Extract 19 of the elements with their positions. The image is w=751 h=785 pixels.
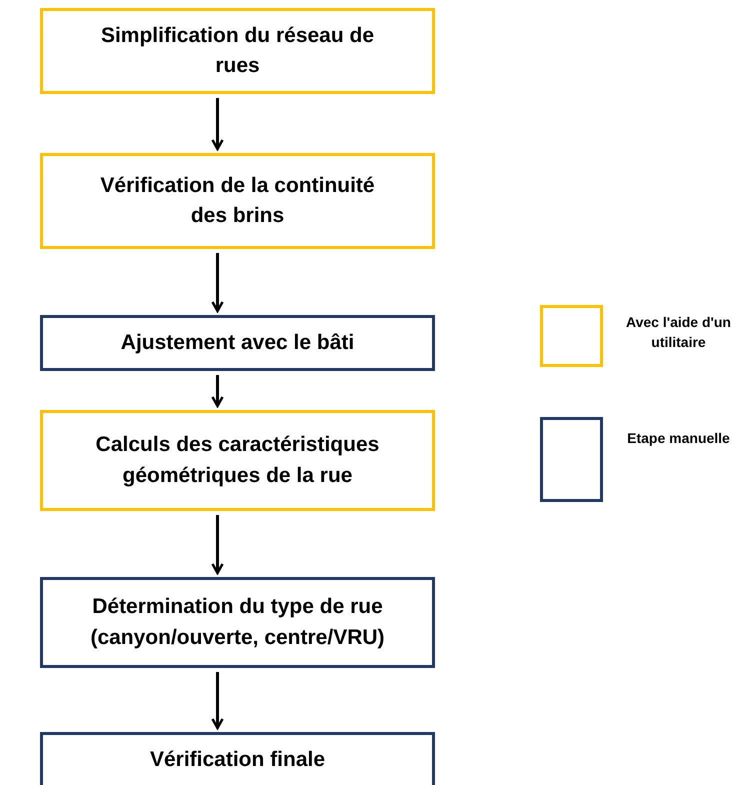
step-label: Calculs des caractéristiques géométriques de la rue: [94, 432, 380, 488]
arrow: [211, 253, 224, 312]
process-box: [40, 153, 435, 249]
arrow: [211, 672, 224, 730]
step-label: Vérification finale: [150, 746, 326, 773]
step-label: Ajustement avec le bâti: [120, 330, 354, 356]
arrow: [211, 515, 224, 574]
step-label: Vérification de la continuité des brins: [99, 172, 376, 229]
legend-label: Avec l'aide d'un utilitaire: [625, 313, 732, 352]
process-box: [40, 410, 435, 511]
step-label: Détermination du type de rue (canyon/ouverte, centre/VRU): [89, 594, 386, 650]
process-box: [40, 315, 435, 371]
process-box: [40, 8, 435, 94]
step-label: Simplification du réseau de rues: [100, 22, 376, 79]
process-box: [40, 577, 435, 668]
arrow: [211, 375, 224, 408]
legend-label: Etape manuelle: [626, 429, 731, 448]
process-box: [40, 732, 435, 785]
arrow: [211, 98, 224, 150]
